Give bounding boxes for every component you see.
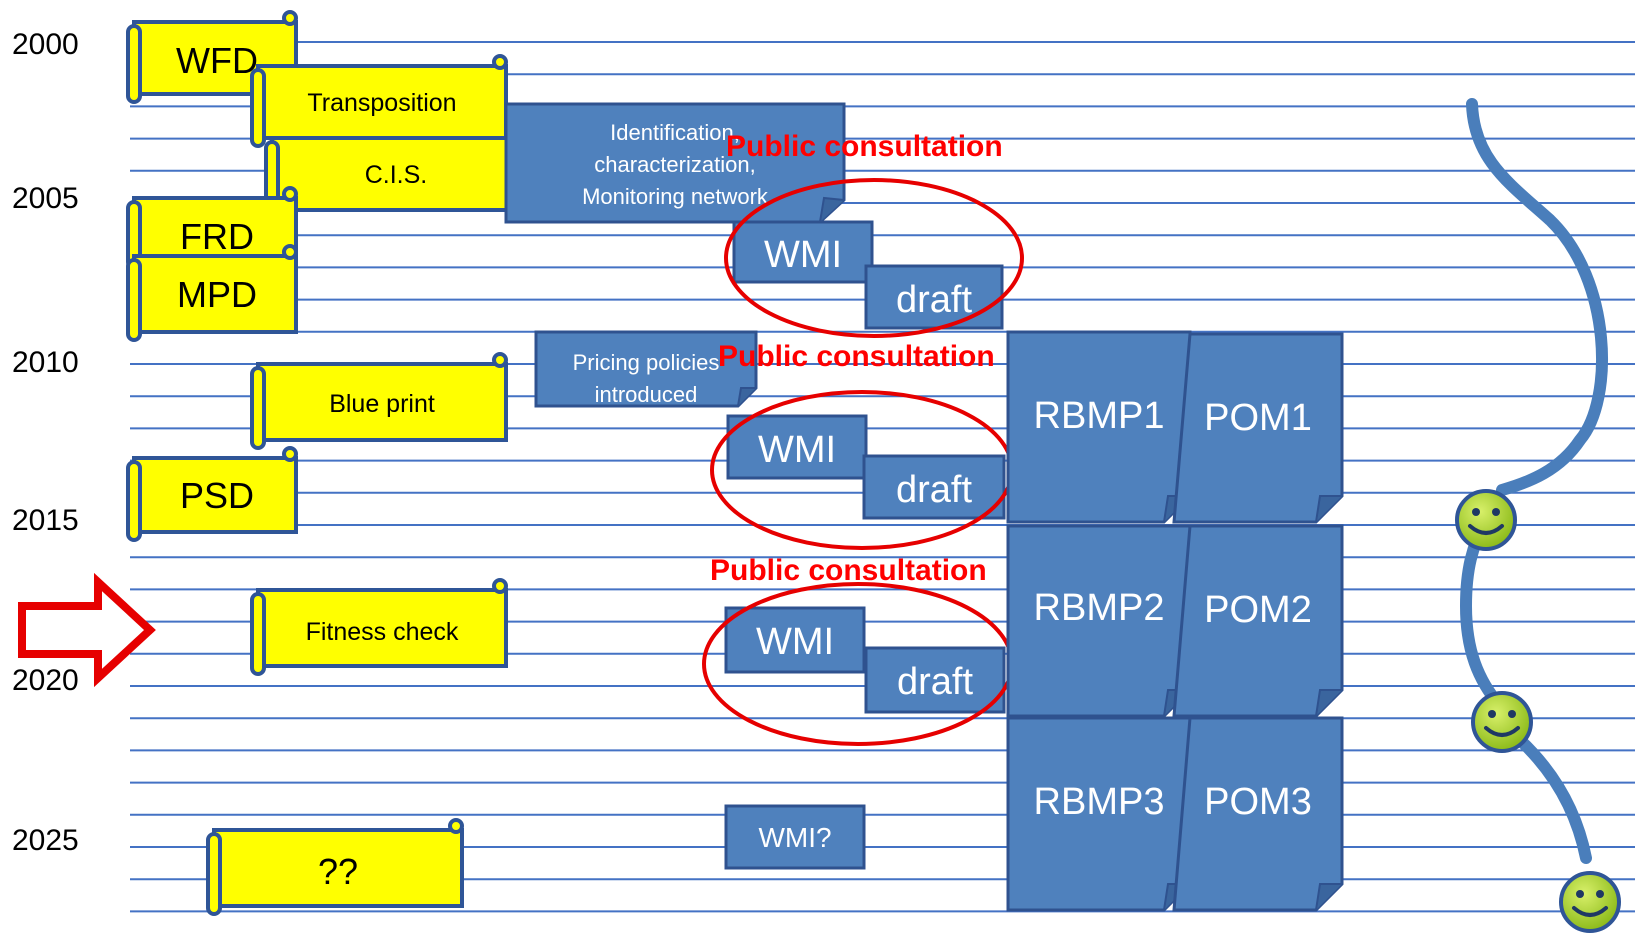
wmi-box-3-label: WMI <box>756 621 834 663</box>
directive-scrolls: WFD Transposition C.I.S. FRD MPD <box>126 10 522 916</box>
cycle-2: WMI draft Public consultation <box>710 340 1014 550</box>
wmi-box-3 <box>724 606 866 674</box>
public-consultation-3: Public consultation <box>710 554 987 587</box>
year-axis: 2000 2005 2010 2015 2020 2025 <box>12 28 79 857</box>
public-consultation-2: Public consultation <box>718 340 995 373</box>
cycle-3: WMI draft Public consultation <box>702 554 1014 746</box>
scroll-mpd-label: MPD <box>177 274 257 315</box>
wmi-future-label: WMI? <box>758 822 831 853</box>
rbmp2-box: RBMP2 <box>1006 524 1192 718</box>
rbmp1-box: RBMP1 <box>1006 330 1192 524</box>
task-identification-line-2: characterization, <box>594 152 755 177</box>
year-label-2025: 2025 <box>12 824 79 857</box>
pom1-box: POM1 <box>1172 332 1344 524</box>
draft-box-2 <box>862 454 1006 520</box>
scroll-transposition: Transposition <box>250 54 508 148</box>
consultation-ellipse-1 <box>724 178 1024 338</box>
pom1-label: POM1 <box>1204 397 1312 439</box>
task-pricing-line-1: Pricing policies <box>573 350 720 375</box>
task-pricing-box: Pricing policies introduced <box>534 330 758 408</box>
pom3-box: POM3 <box>1172 716 1344 912</box>
scroll-fitness-check: Fitness check <box>250 578 508 676</box>
wmi-future-box: WMI? <box>724 804 866 870</box>
task-pricing-line-2: introduced <box>595 382 698 407</box>
smiley-face-icon <box>1471 691 1533 753</box>
year-label-2000: 2000 <box>12 28 79 61</box>
smiley-face-icon <box>1559 871 1621 933</box>
pom3-label: POM3 <box>1204 781 1312 823</box>
rbmp1-label: RBMP1 <box>1034 395 1165 437</box>
scroll-fitness-check-label: Fitness check <box>306 618 459 646</box>
year-label-2010: 2010 <box>12 346 79 379</box>
task-identification-box: Identification, characterization, Monito… <box>504 102 846 224</box>
year-label-2015: 2015 <box>12 504 79 537</box>
scroll-psd: PSD <box>126 446 298 542</box>
draft-box-3 <box>864 646 1006 714</box>
wmi-box-1 <box>732 220 874 284</box>
wmi-box-2-label: WMI <box>758 429 836 471</box>
draft-box-1-label: draft <box>896 279 972 321</box>
management-plans: RBMP1 POM1 RBMP2 POM2 RBMP3 POM3 <box>1006 330 1344 912</box>
arrow-right-icon <box>18 572 156 688</box>
wmi-box-1-label: WMI <box>764 234 842 276</box>
task-identification-line-1: Identification, <box>610 120 740 145</box>
draft-box-1 <box>864 264 1004 330</box>
year-label-2020: 2020 <box>12 664 79 697</box>
scroll-unknown-label: ?? <box>318 851 358 892</box>
scroll-cis-label: C.I.S. <box>365 161 428 189</box>
scroll-transposition-label: Transposition <box>307 89 456 117</box>
rbmp3-label: RBMP3 <box>1034 781 1165 823</box>
pom2-box: POM2 <box>1172 524 1344 718</box>
scroll-psd-label: PSD <box>180 475 254 516</box>
scroll-wfd-label: WFD <box>176 40 258 81</box>
year-label-2005: 2005 <box>12 182 79 215</box>
task-identification-line-3: Monitoring network <box>582 184 769 209</box>
rbmp2-label: RBMP2 <box>1034 587 1165 629</box>
cycle-1: WMI draft Public consultation <box>724 130 1024 338</box>
scroll-unknown: ?? <box>206 818 464 916</box>
scroll-blue-print-label: Blue print <box>329 390 435 418</box>
scroll-mpd: MPD <box>126 244 298 342</box>
wmi-box-2 <box>726 414 868 480</box>
draft-box-2-label: draft <box>896 469 972 511</box>
scroll-blue-print: Blue print <box>250 352 508 450</box>
draft-box-3-label: draft <box>897 661 973 703</box>
smiley-face-icon <box>1455 489 1517 551</box>
scroll-frd: FRD <box>126 186 298 270</box>
rbmp3-box: RBMP3 <box>1006 716 1192 912</box>
scroll-frd-label: FRD <box>180 216 254 257</box>
pom2-label: POM2 <box>1204 589 1312 631</box>
scroll-cis: C.I.S. <box>264 126 522 220</box>
public-consultation-1: Public consultation <box>726 130 1003 163</box>
